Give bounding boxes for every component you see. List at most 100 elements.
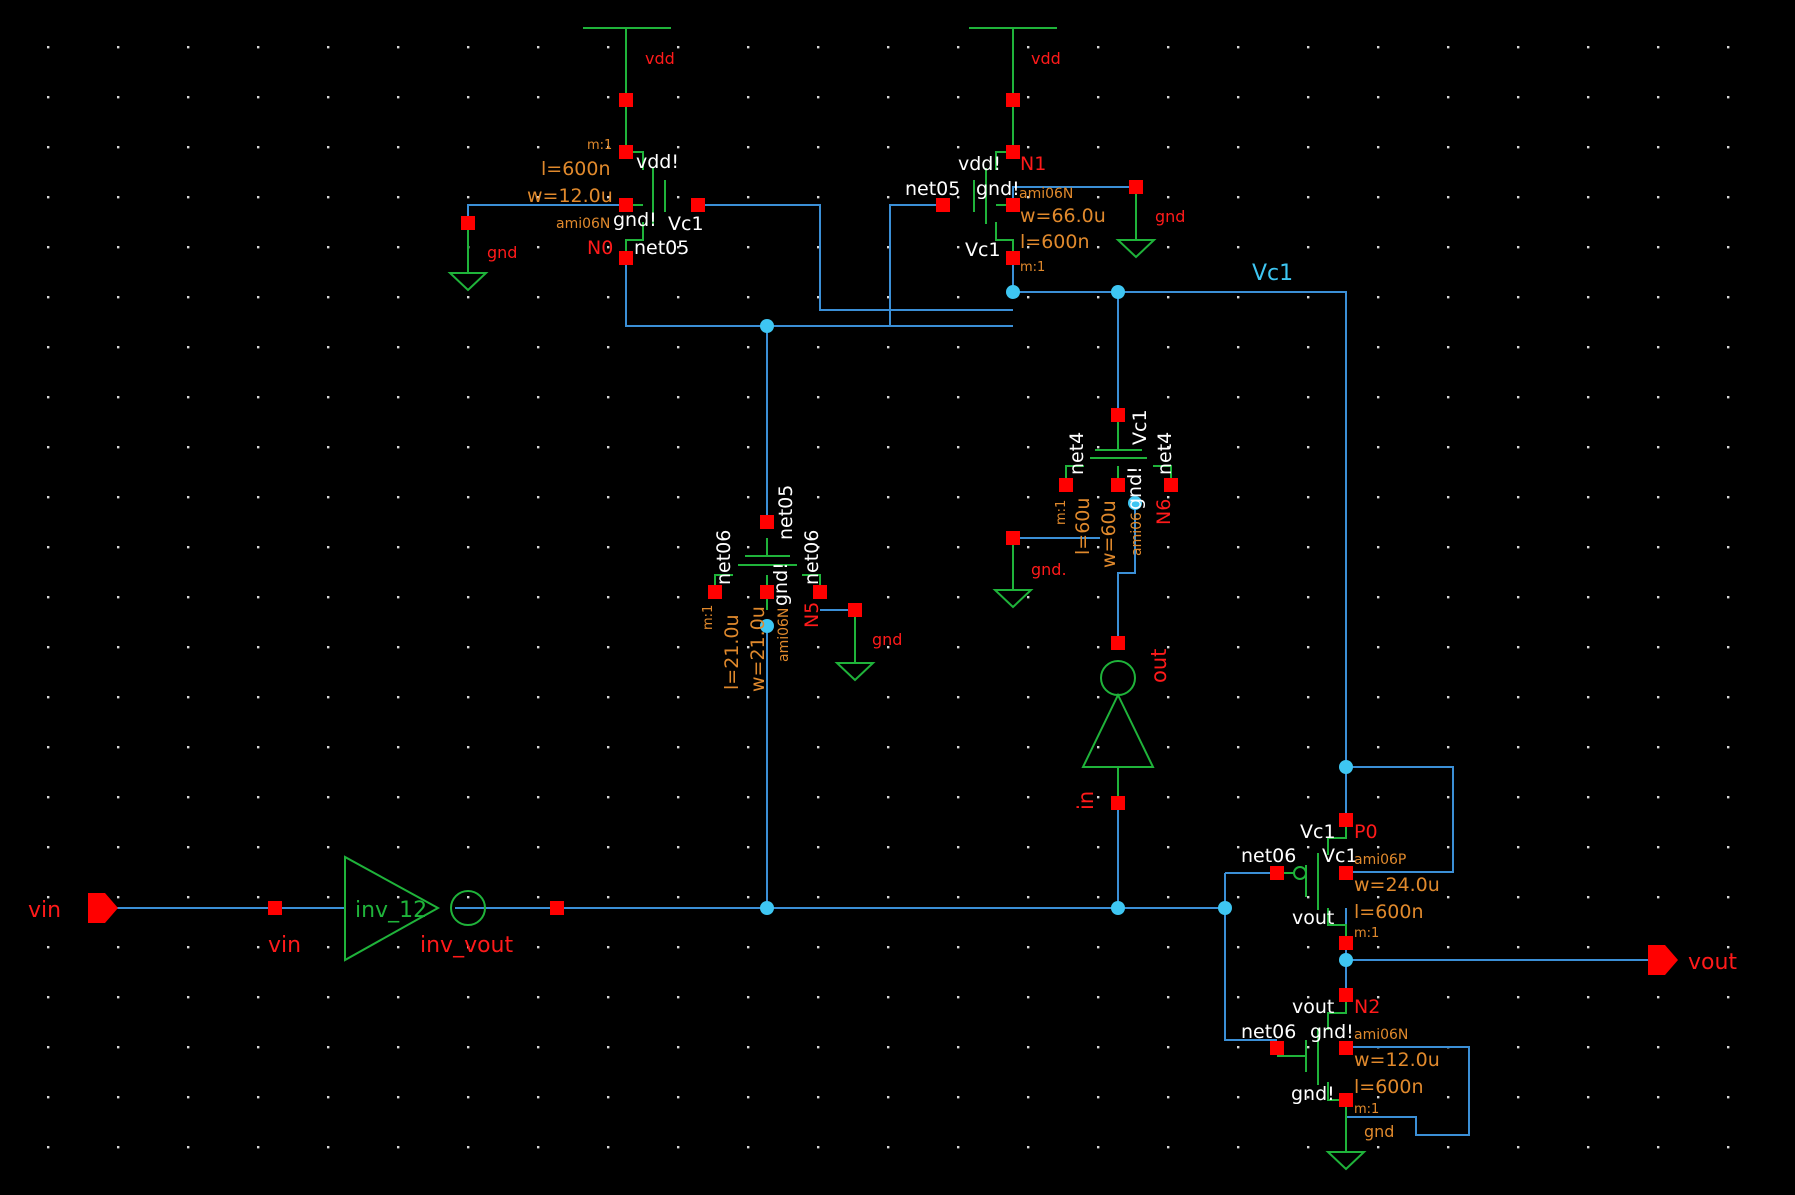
- n0-vdd: vdd!: [636, 151, 679, 173]
- pin: [936, 198, 950, 212]
- n2-vout: vout: [1292, 996, 1334, 1018]
- pin: [1006, 531, 1020, 545]
- n6-m: m:1: [1054, 500, 1069, 525]
- p0-net: net06: [1241, 845, 1296, 867]
- n0-m: m:1: [587, 138, 612, 153]
- n1-inst: N1: [1020, 153, 1046, 175]
- n6-model: ami06: [1129, 512, 1145, 556]
- p0-vc1a: Vc1: [1300, 821, 1336, 843]
- pin: [619, 145, 633, 159]
- pin: [461, 216, 475, 230]
- buffer-out-label: out: [1147, 649, 1171, 683]
- junction: [1111, 901, 1125, 915]
- pin: [1339, 1093, 1353, 1107]
- n5-a: net06: [713, 530, 735, 585]
- n6-d: net4: [1154, 432, 1176, 475]
- junction: [1339, 953, 1353, 967]
- pin: [1339, 988, 1353, 1002]
- pin: [708, 585, 722, 599]
- n2-gnd: gnd!: [1310, 1021, 1354, 1043]
- junction: [1111, 285, 1125, 299]
- n0-vc1: Vc1: [668, 213, 704, 235]
- n1-l: l=600n: [1020, 231, 1090, 253]
- n5-b: net05: [775, 485, 797, 540]
- labels: vdd vdd gnd gnd gnd gnd. Vc1 m:1 l=600n …: [28, 49, 1737, 1141]
- n5-inst: N5: [801, 602, 823, 628]
- n2-net: net06: [1241, 1021, 1296, 1043]
- pin: [1006, 251, 1020, 265]
- wire-n1-gate: [889, 204, 943, 326]
- pin: [1339, 866, 1353, 880]
- transistor-n5: [714, 538, 821, 610]
- pin: [1270, 1041, 1284, 1055]
- n0-l: l=600n: [541, 158, 611, 180]
- gnd-symbol-a: [447, 223, 489, 292]
- buffer-bubble: [1100, 660, 1136, 696]
- gnd-symbol-d: [992, 538, 1034, 609]
- vdd-label-b: vdd: [1031, 49, 1061, 68]
- wire-net06: [1224, 873, 1277, 1041]
- n6-c: gnd!: [1124, 466, 1146, 510]
- junction: [760, 901, 774, 915]
- n6-w: w=60u: [1098, 500, 1120, 568]
- n2-gnd2: gnd!: [1291, 1083, 1335, 1105]
- inverter-triangle: [344, 855, 441, 962]
- p0-w: w=24.0u: [1354, 874, 1440, 896]
- n6-b: Vc1: [1129, 409, 1151, 445]
- gnd-symbol-e: [1325, 1117, 1367, 1171]
- junction: [760, 619, 774, 633]
- n1-vdd: vdd!: [958, 153, 1001, 175]
- pin: [1270, 866, 1284, 880]
- n2-gnd3: gnd: [1364, 1122, 1394, 1141]
- n5-model: ami06N: [776, 608, 792, 662]
- gnd-symbol-b: [1115, 187, 1157, 259]
- n1-w: w=66.0u: [1020, 205, 1106, 227]
- n0-gnd: gnd!: [613, 209, 657, 231]
- pin: [1059, 478, 1073, 492]
- pin: [1164, 478, 1178, 492]
- vout-pin-arrow[interactable]: [1648, 945, 1678, 975]
- wire-n6-to-buf: [1117, 503, 1136, 643]
- n1-m: m:1: [1020, 260, 1045, 275]
- n2-inst: N2: [1354, 996, 1380, 1018]
- n2-w: w=12.0u: [1354, 1049, 1440, 1071]
- transistor-n2: [1277, 995, 1347, 1117]
- n2-model: ami06N: [1354, 1027, 1408, 1043]
- pin: [268, 901, 282, 915]
- pin: [1339, 936, 1353, 950]
- vout-pin-label: vout: [1688, 950, 1737, 975]
- junction: [1339, 760, 1353, 774]
- n5-d: net06: [801, 530, 823, 585]
- pin: [1111, 408, 1125, 422]
- p0-model: ami06P: [1354, 852, 1406, 868]
- n1-model: ami06N: [1019, 186, 1073, 202]
- inverter-bubble: [450, 890, 486, 926]
- n6-a: net4: [1066, 432, 1088, 475]
- p0-m: m:1: [1354, 926, 1379, 941]
- n5-m: m:1: [701, 605, 716, 630]
- pin: [1006, 93, 1020, 107]
- pin: [1111, 478, 1125, 492]
- wire-n0-drain: [625, 258, 1013, 327]
- pin: [1006, 145, 1020, 159]
- junction: [1218, 901, 1232, 915]
- pin: [1129, 180, 1143, 194]
- vdd-symbol-b: [969, 27, 1057, 100]
- junction: [1128, 496, 1142, 510]
- vin-pin-arrow[interactable]: [88, 893, 118, 923]
- pin: [760, 515, 774, 529]
- pin: [619, 198, 633, 212]
- gnd-label-c: gnd: [872, 630, 902, 649]
- vin-pin-label: vin: [28, 898, 61, 923]
- p0-vout: vout: [1292, 907, 1334, 929]
- n6-l: l=60u: [1072, 498, 1094, 555]
- n2-m: m:1: [1354, 1102, 1379, 1117]
- vdd-symbol-a: [583, 27, 671, 100]
- transistor-n6: [1065, 415, 1172, 485]
- pin: [1006, 198, 1020, 212]
- vdd-label-a: vdd: [645, 49, 675, 68]
- transistor-n1: [973, 100, 1014, 258]
- p0-vc1b: Vc1: [1322, 845, 1358, 867]
